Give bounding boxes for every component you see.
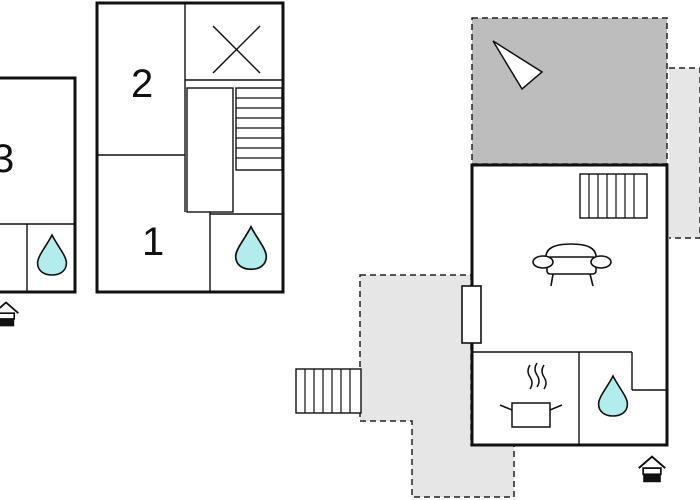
middle-building: 2 1 [95,1,285,294]
sofa-icon [532,243,612,287]
water-drop-icon [597,375,629,417]
staircase-icon [295,368,362,414]
entrance-house-icon [0,301,20,328]
room-3-label: 3 [0,137,14,181]
left-building-walls [0,76,77,294]
left-building: 3 [0,76,77,328]
terrace-right [669,67,700,239]
middle-building-walls [95,1,285,294]
window [461,285,482,344]
terrace-top [471,17,668,165]
terrace-bottom-left [359,274,515,498]
staircase-icon [579,173,648,219]
water-drop-icon [234,225,268,271]
room-1-label: 1 [142,220,164,264]
room-2-label: 2 [131,62,153,106]
entrance-house-icon [637,455,667,484]
right-building [295,17,700,498]
cooking-pot-icon [499,362,563,428]
compass-north-icon [492,40,544,91]
void-x-icon [212,25,261,74]
water-drop-icon [36,234,68,276]
staircase-icon [235,87,283,171]
